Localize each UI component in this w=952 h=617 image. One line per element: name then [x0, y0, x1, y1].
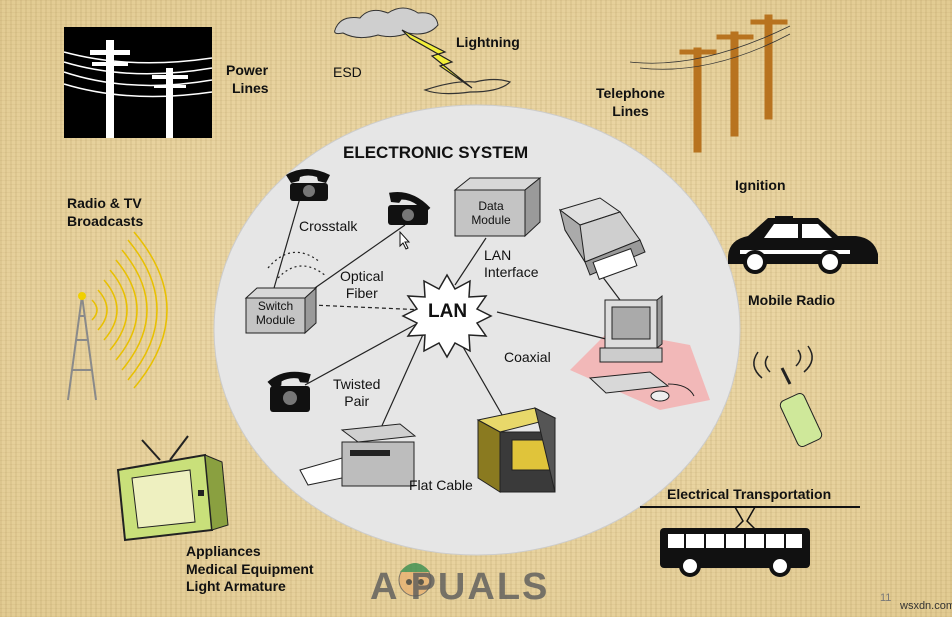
switch-module-box	[244, 286, 318, 335]
television-icon	[116, 435, 229, 542]
telephone-icon	[286, 169, 330, 201]
link-optical-fiber: Optical Fiber	[340, 268, 384, 302]
laser-printer-icon	[299, 423, 417, 487]
lan-hub-icon	[401, 273, 493, 359]
cursor-icon	[399, 230, 411, 250]
label-telephone-lines: Telephone Lines	[596, 85, 665, 120]
label-line: Light Armature	[186, 578, 286, 594]
label-power-lines: Power Lines	[226, 62, 269, 97]
computer-icon	[588, 294, 695, 402]
label-mobile-radio: Mobile Radio	[748, 292, 836, 308]
link-twisted-pair: Twisted Pair	[333, 376, 380, 410]
diagram-title: ELECTRONIC SYSTEM	[343, 143, 529, 162]
label-line: Optical	[340, 268, 384, 284]
lan-hub-label: LAN	[428, 301, 468, 322]
label-line: Data	[478, 199, 504, 213]
lightning-icon	[334, 7, 512, 95]
page-number: 11	[880, 592, 892, 604]
tower-computer-icon	[476, 407, 557, 493]
label-line: Fiber	[345, 284, 378, 301]
label-line: Lines	[612, 102, 649, 119]
label-line: Switch	[257, 299, 294, 313]
label-line: Telephone	[596, 85, 665, 101]
printer-icon	[558, 197, 646, 280]
link-flat-cable: Flat Cable	[409, 477, 473, 493]
radio-tower-icon	[67, 231, 168, 401]
watermark: A PUALS	[370, 566, 550, 608]
label-line: Radio & TV	[67, 195, 142, 211]
label-line: Appliances	[186, 543, 261, 559]
data-module-box	[453, 176, 542, 238]
label-ignition: Ignition	[735, 177, 786, 193]
label-line: Lines	[232, 79, 269, 96]
label-line: Medical Equipment	[186, 560, 314, 577]
data-module-label: Data Module	[457, 199, 525, 228]
label-line: Power	[226, 62, 269, 78]
site-credit: wsxdn.com	[900, 600, 952, 612]
link-coaxial: Coaxial	[504, 349, 551, 365]
tram-icon	[640, 506, 860, 577]
label-line: Pair	[344, 392, 370, 409]
power-lines-icon	[63, 27, 213, 138]
taxi-car-icon	[728, 216, 878, 274]
mobile-phone-icon	[753, 345, 823, 448]
switch-module-label: Switch Module	[246, 299, 305, 328]
label-radio-tv: Radio & TV Broadcasts	[67, 195, 143, 230]
label-line: Broadcasts	[67, 212, 144, 229]
label-line: Twisted	[333, 376, 381, 392]
label-line: LAN	[484, 247, 512, 263]
appuals-logo-icon	[398, 563, 432, 597]
label-esd: ESD	[333, 64, 362, 80]
link-lan-interface: LAN Interface	[484, 247, 538, 281]
link-crosstalk: Crosstalk	[299, 218, 358, 234]
telephone-icon	[388, 192, 431, 225]
label-electrical-transportation: Electrical Transportation	[667, 486, 832, 502]
label-line: Module	[471, 212, 511, 227]
label-lightning: Lightning	[456, 34, 520, 50]
label-appliances: Appliances Medical Equipment Light Armat…	[186, 543, 314, 596]
telephone-poles-icon	[629, 14, 791, 153]
telephone-icon	[267, 371, 311, 412]
label-line: Interface	[484, 263, 539, 280]
label-line: Module	[255, 312, 296, 327]
